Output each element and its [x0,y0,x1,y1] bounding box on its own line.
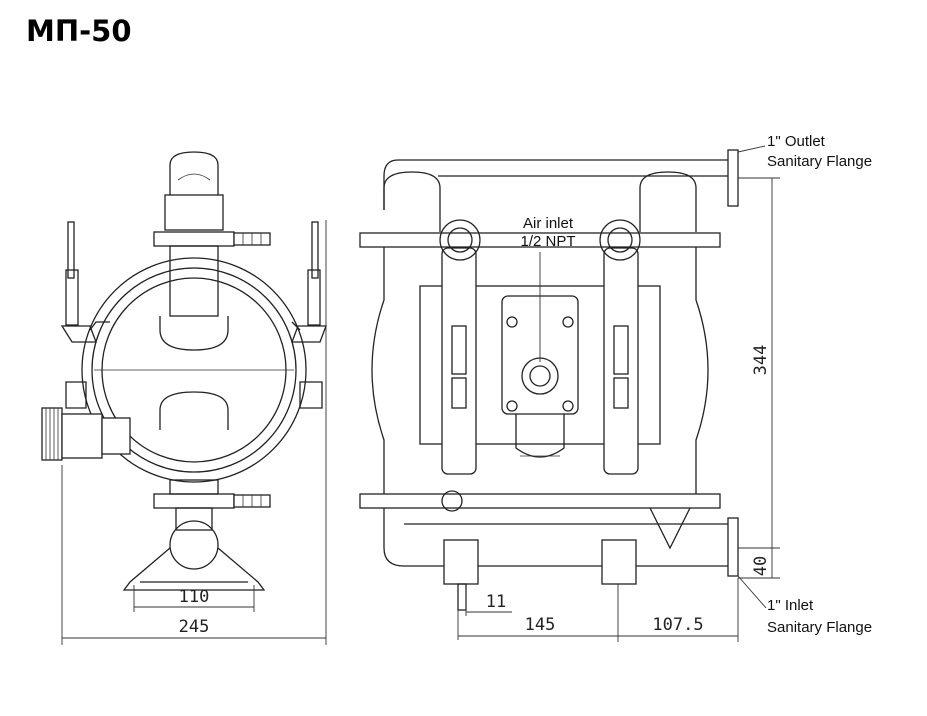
air-inlet-bore [529,365,551,387]
valve-screw [562,316,574,328]
bottom-ring-left [441,490,463,512]
chamber-lugs [89,321,301,331]
dim-110-label: 110 [179,587,210,607]
outlet-flange [727,149,739,207]
inlet-leader [737,575,767,609]
inlet-manifold [383,508,730,567]
inlet-label-2: Sanitary Flange [767,619,872,636]
left-bracket-low [451,377,467,409]
left-top-elbow [383,171,441,232]
outlet-curve [177,173,211,181]
left-rod-base [65,269,79,326]
dim-245-label: 245 [179,617,210,637]
inlet-port [169,520,219,570]
inlet-neck [175,507,213,531]
right-bracket-low [613,377,629,409]
foot-stud [457,583,467,611]
stand [122,547,266,591]
left-rod [67,221,75,279]
left-ear [60,325,97,343]
page-title: МП-50 [26,14,132,48]
front-view: 110 245 [41,151,327,645]
left-lifting-ring [439,219,481,261]
air-valve-body [61,413,103,459]
right-diaphragm-plate [603,247,639,475]
upper-pipe [169,245,219,317]
right-foot [601,539,637,585]
right-ring-inner [607,227,633,253]
bottom-cone [649,507,691,550]
muffler [515,414,565,458]
bottom-clamp-rail [359,493,721,509]
top-clamp-rail [359,232,721,248]
inlet-flange [727,517,739,577]
air-inlet-label-1: Air inlet [523,215,574,232]
lower-pipe [169,479,219,495]
left-mount [65,381,87,409]
left-ring-inner [447,227,473,253]
top-outlet-elbow [169,151,219,195]
right-mount [299,381,323,409]
right-top-elbow [639,171,697,232]
outlet-leader [737,145,766,153]
left-diaphragm-plate [441,247,477,475]
air-knob [41,407,63,461]
left-bracket [451,325,467,375]
chamber-outer [81,257,307,483]
chamber-ring [91,267,297,473]
valve-screw [506,316,518,328]
right-rod [311,221,319,279]
bottom-clamp-bar [153,493,235,509]
air-inlet-label-2: 1/2 NPT [520,233,575,250]
outlet-label-2: Sanitary Flange [767,153,872,170]
upper-inner-elbow [159,316,229,351]
right-body-outline [695,247,709,494]
valve-screw [506,400,518,412]
top-manifold [164,194,224,231]
right-rod-base [307,269,321,326]
dim-344-label: 344 [751,345,771,376]
right-bracket [613,325,629,375]
top-clamp-bar [153,231,235,247]
dim-40-label: 40 [751,556,771,576]
side-view: Air inlet 1/2 NPT 1" Outlet Sanitary Fla… [359,133,872,642]
inlet-label-1: 1" Inlet [767,597,814,614]
outlet-label-1: 1" Outlet [767,133,826,150]
manifold-bend [383,159,399,210]
left-foot [443,539,479,585]
dim-11-label: 11 [486,592,506,612]
lower-inner-elbow [159,391,229,430]
dim-107-label: 107.5 [652,615,703,635]
air-valve-fitting [101,417,131,455]
dim-145-label: 145 [525,615,556,635]
right-lifting-ring [599,219,641,261]
air-inlet-port [521,357,559,395]
right-ear [291,325,327,343]
valve-screw [562,400,574,412]
left-body-outline [371,247,385,494]
